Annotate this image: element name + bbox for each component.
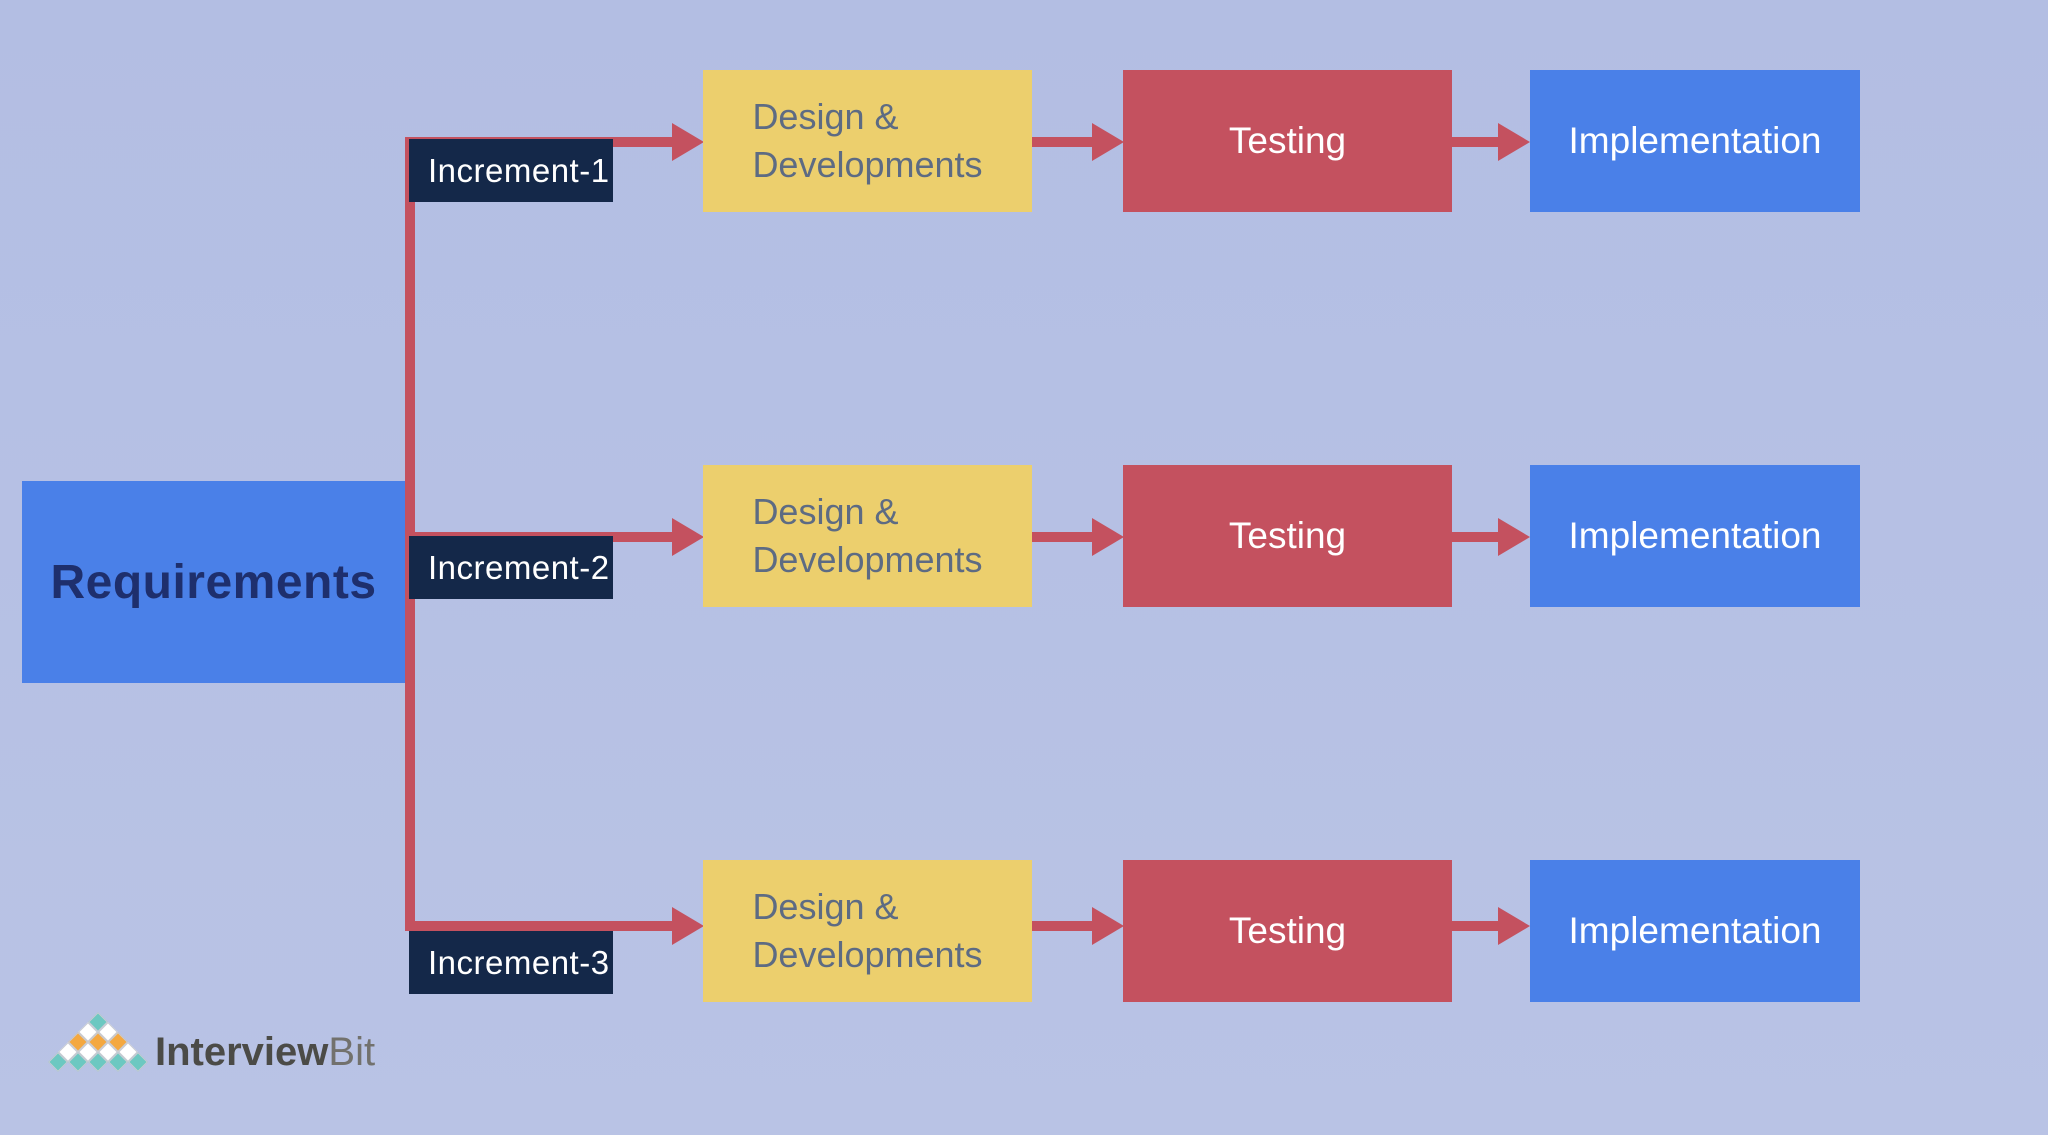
logo-text-bit: Bit — [328, 1030, 376, 1074]
arrowhead-row2-implementation — [1498, 518, 1530, 556]
logo-wordmark: InterviewBit — [155, 1028, 375, 1076]
implementation-label-row3: Implementation — [1568, 910, 1822, 951]
logo-text-interview: Interview — [155, 1030, 329, 1074]
testing-label-row1: Testing — [1228, 120, 1347, 161]
arrowhead-row2-design — [672, 518, 704, 556]
design-label-row2: Design & Developments — [752, 491, 983, 580]
arrowhead-row3-testing — [1092, 907, 1124, 945]
design-label-row1: Design & Developments — [752, 96, 983, 185]
arrowhead-row2-testing — [1092, 518, 1124, 556]
testing-box-row3: Testing — [1123, 860, 1452, 1002]
implementation-box-row1: Implementation — [1530, 70, 1860, 212]
design-label-row3: Design & Developments — [752, 886, 983, 975]
arrowhead-row1-testing — [1092, 123, 1124, 161]
testing-label-row3: Testing — [1228, 910, 1347, 951]
implementation-label-row2: Implementation — [1568, 515, 1822, 556]
testing-box-row2: Testing — [1123, 465, 1452, 607]
increment-2-box: Increment-2 — [409, 536, 613, 599]
connector-row1-design-to-testing — [1032, 137, 1092, 147]
arrowhead-row1-implementation — [1498, 123, 1530, 161]
requirements-label: Requirements — [50, 555, 377, 609]
arrowhead-row3-design — [672, 907, 704, 945]
arrowhead-row3-implementation — [1498, 907, 1530, 945]
implementation-box-row2: Implementation — [1530, 465, 1860, 607]
requirements-box: Requirements — [22, 481, 405, 683]
connector-row2-design-to-testing — [1032, 532, 1092, 542]
connector-row3-increment-to-design — [405, 921, 672, 931]
connector-row1-testing-to-implementation — [1452, 137, 1498, 147]
arrowhead-row1-design — [672, 123, 704, 161]
increment-2-label: Increment-2 — [428, 548, 610, 586]
increment-3-label: Increment-3 — [428, 943, 610, 981]
design-box-row1: Design & Developments — [703, 70, 1032, 212]
increment-3-box: Increment-3 — [409, 931, 613, 994]
testing-box-row1: Testing — [1123, 70, 1452, 212]
implementation-label-row1: Implementation — [1568, 120, 1822, 161]
design-box-row2: Design & Developments — [703, 465, 1032, 607]
implementation-box-row3: Implementation — [1530, 860, 1860, 1002]
testing-label-row2: Testing — [1228, 515, 1347, 556]
increment-1-box: Increment-1 — [409, 139, 613, 202]
design-box-row3: Design & Developments — [703, 860, 1032, 1002]
increment-1-label: Increment-1 — [428, 151, 610, 189]
connector-row2-testing-to-implementation — [1452, 532, 1498, 542]
connector-row3-design-to-testing — [1032, 921, 1092, 931]
connector-row3-testing-to-implementation — [1452, 921, 1498, 931]
